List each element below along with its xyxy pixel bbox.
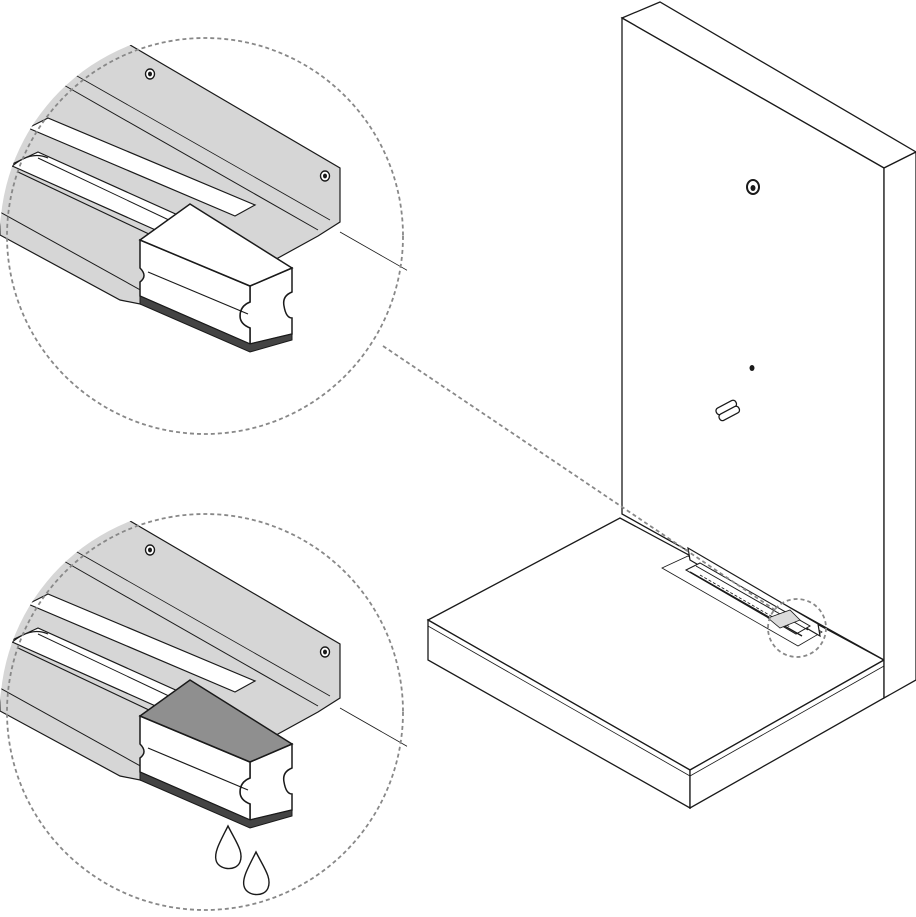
- sponge-top-dry: [138, 203, 294, 287]
- detail-wet-sponge: [0, 507, 410, 911]
- water-drop-icon: [242, 850, 270, 896]
- callout-connector: [382, 345, 779, 613]
- mixer-valve-icon: [715, 399, 741, 422]
- detail-dry-sponge: [0, 31, 410, 435]
- wall-panel-side: [883, 151, 916, 700]
- water-drop-icon: [214, 824, 242, 870]
- linear-drain: [661, 546, 823, 647]
- main-view: [426, 1, 916, 810]
- small-hole-icon: [749, 365, 755, 371]
- shower-outlet-icon: [746, 179, 760, 195]
- sponge-top-wet: [138, 679, 294, 763]
- callout-marker: [767, 598, 827, 658]
